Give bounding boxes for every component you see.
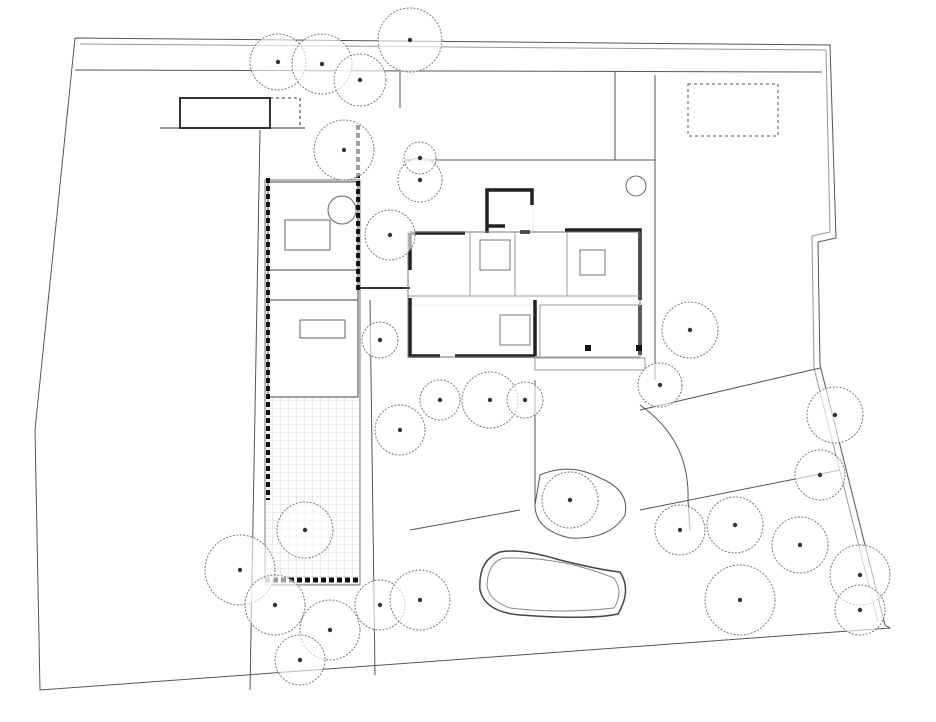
main-house: [407, 175, 647, 371]
tree-trunk: [297, 657, 303, 663]
tree-trunk: [357, 77, 363, 83]
tree-trunk: [657, 382, 663, 388]
tree-trunk: [387, 232, 393, 238]
tree-trunk: [341, 147, 347, 153]
tree-trunk: [677, 527, 683, 533]
tree-trunk: [377, 602, 383, 608]
tree-trunk: [327, 627, 333, 633]
tree-trunk: [857, 572, 863, 578]
tree-trunk: [522, 397, 528, 403]
tree-trunk: [567, 497, 573, 503]
tree-trunk: [832, 412, 838, 418]
tree-trunk: [737, 597, 743, 603]
tree-trunk: [237, 567, 243, 573]
round-feature: [625, 175, 647, 197]
tree-trunk: [857, 607, 863, 613]
annex-rooms: [267, 181, 359, 398]
tree-trunk: [275, 59, 281, 65]
tree-trunk: [797, 542, 803, 548]
tree-trunk: [407, 37, 413, 43]
tree-trunk: [487, 397, 493, 403]
tree-trunk: [377, 337, 383, 343]
tree-trunk: [817, 472, 823, 478]
tree-trunk: [437, 397, 443, 403]
shed: [160, 97, 305, 129]
pool-inner: [486, 557, 620, 612]
tree-trunk: [272, 602, 278, 608]
tree-trunk: [417, 177, 423, 183]
tree-trunk: [417, 155, 423, 161]
tree-trunk: [687, 327, 693, 333]
tree-trunk: [732, 522, 738, 528]
swimming-pool: [479, 550, 627, 618]
tree-trunk: [417, 597, 423, 603]
trees: [204, 7, 891, 686]
planting-bed: [534, 468, 627, 539]
tree-trunk: [319, 61, 325, 67]
tree-trunk: [397, 427, 403, 433]
tree-trunk: [302, 527, 308, 533]
